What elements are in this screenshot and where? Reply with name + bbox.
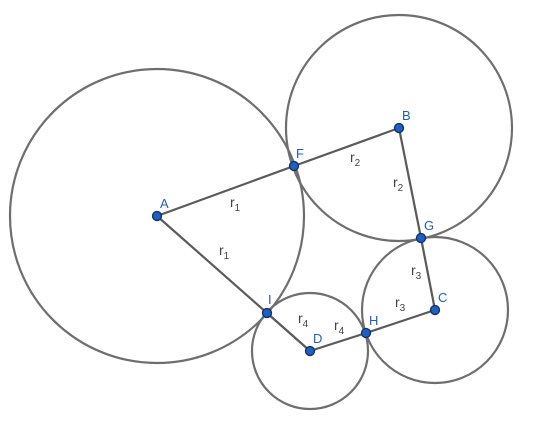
- point-c: [429, 304, 441, 316]
- point-label-a: A: [160, 196, 169, 211]
- circle-a: [8, 67, 306, 365]
- point-b: [393, 122, 405, 134]
- radius-label-r1-ai: r1: [219, 242, 230, 262]
- point-label-d: D: [313, 331, 322, 346]
- point-label-i: I: [268, 292, 272, 307]
- radius-label-r4-di: r4: [298, 310, 309, 330]
- segment-c-h: [364, 308, 437, 335]
- radius-label-r3-gc: r3: [411, 262, 422, 282]
- circle-b: [284, 13, 514, 243]
- radius-label-r4-hd: r4: [334, 317, 345, 337]
- point-label-f: F: [296, 146, 304, 161]
- point-label-g: G: [424, 218, 434, 233]
- segment-a-f: [155, 164, 296, 218]
- point-label-b: B: [402, 108, 411, 123]
- point-label-h: H: [369, 313, 378, 328]
- circle-c: [360, 235, 510, 385]
- segment-f-b: [292, 126, 401, 168]
- point-f: [288, 160, 300, 172]
- circle-d: [250, 291, 370, 411]
- point-h: [360, 327, 372, 339]
- segment-i-a: [155, 214, 269, 315]
- point-i: [261, 307, 273, 319]
- segment-b-g: [397, 126, 423, 240]
- radius-label-r2-fb: r2: [350, 149, 361, 169]
- radius-label-r3-ch: r3: [395, 294, 406, 314]
- segment-g-c: [419, 236, 437, 312]
- point-d: [304, 345, 316, 357]
- point-g: [415, 232, 427, 244]
- radius-label-r2-bg: r2: [393, 174, 404, 194]
- segment-h-d: [308, 331, 368, 353]
- segment-d-i: [265, 311, 312, 353]
- point-label-c: C: [438, 290, 447, 305]
- radius-label-r1-af: r1: [230, 194, 241, 214]
- point-a: [151, 210, 163, 222]
